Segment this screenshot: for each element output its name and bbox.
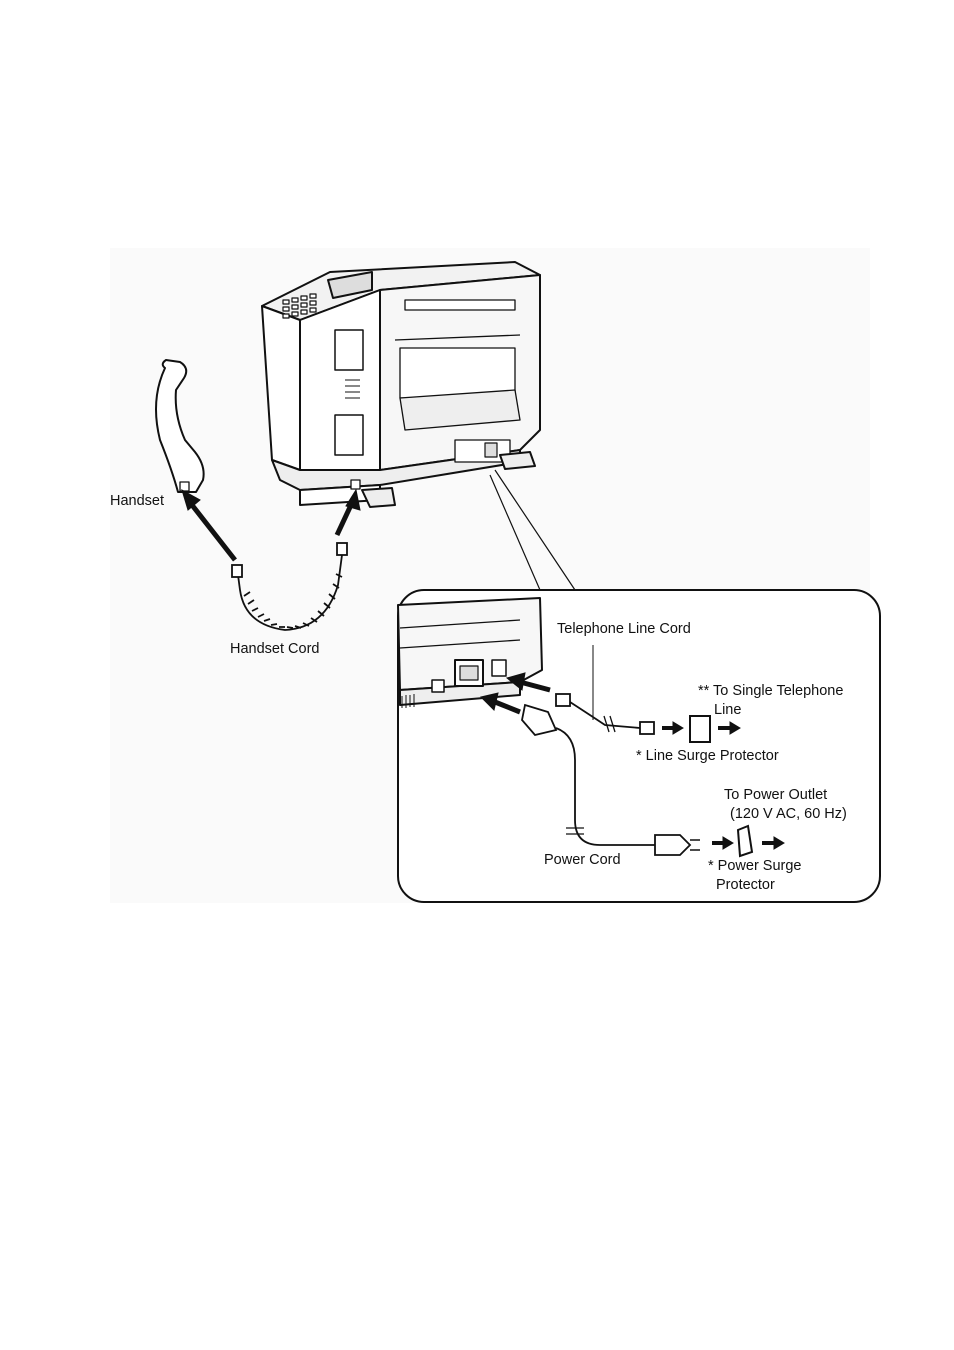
single-telephone-line-text-2: Line	[698, 701, 843, 720]
power-outlet-label: To Power Outlet (120 V AC, 60 Hz)	[724, 786, 847, 824]
power-outlet-text-2: (120 V AC, 60 Hz)	[724, 805, 847, 824]
power-cord-label: Power Cord	[544, 851, 621, 870]
power-outlet-text-1: To Power Outlet	[724, 786, 847, 805]
single-telephone-line-text-1: ** To Single Telephone	[698, 682, 843, 701]
detail-machine-panel	[398, 598, 542, 708]
power-surge-protector-text-1: * Power Surge	[708, 857, 802, 876]
power-surge-protector-label: * Power Surge Protector	[708, 857, 802, 895]
handset-label: Handset	[110, 492, 164, 511]
telephone-line-cord-label: Telephone Line Cord	[557, 620, 691, 639]
handset-cord-label: Handset Cord	[230, 640, 319, 659]
power-surge-protector-text-2: Protector	[708, 876, 802, 895]
line-surge-protector-label: * Line Surge Protector	[636, 747, 779, 766]
single-telephone-line-label: ** To Single Telephone Line	[698, 682, 843, 720]
